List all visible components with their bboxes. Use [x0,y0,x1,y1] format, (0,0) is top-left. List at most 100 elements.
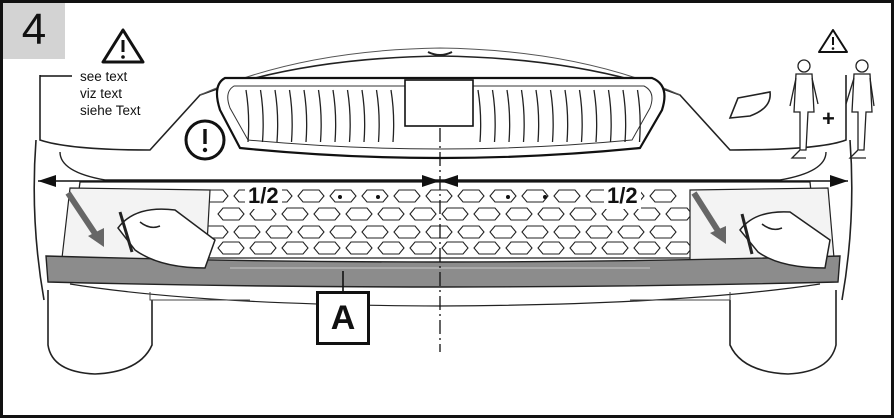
grille-bar [593,89,598,143]
grille-bar [259,89,264,143]
grille-bar [332,89,337,143]
honeycomb-cell [345,241,373,255]
honeycomb-cell [649,189,677,203]
honeycomb-cell [393,189,421,203]
half-measure-right: 1/2 [604,183,641,209]
exclamation-circle-icon [184,119,226,161]
warning-note: see text viz text siehe Text [80,68,141,119]
honeycomb-cell [601,241,629,255]
honeycomb-cell [489,189,517,203]
honeycomb-cell [633,207,661,221]
step-number-box [3,3,65,59]
honeycomb-cell [233,225,261,239]
honeycomb-cell [569,207,597,221]
honeycomb-cell [601,207,629,221]
note-line: viz text [80,86,123,101]
warning-triangle-icon [101,28,145,64]
honeycomb-cell [665,207,693,221]
honeycomb-cell [265,225,293,239]
honeycomb-cell [313,207,341,221]
honeycomb-cell [505,207,533,221]
front-spoiler-part [45,255,841,288]
persons-plus-sign: + [822,106,835,131]
honeycomb-cell [521,189,549,203]
honeycomb-cell [537,207,565,221]
honeycomb-cell [345,207,373,221]
honeycomb-cell [473,207,501,221]
honeycomb-cell [393,225,421,239]
grille-bar [288,89,293,143]
honeycomb-cell [217,241,245,255]
grille-bar [346,89,351,143]
part-label: A [316,291,370,345]
honeycomb-cell [361,189,389,203]
hand-left [117,208,216,269]
honeycomb-cell [281,207,309,221]
honeycomb-cell [537,241,565,255]
wheel-right [729,290,837,375]
wheel-left [47,290,153,375]
grille-bar [390,89,395,143]
honeycomb-cells [201,189,693,255]
honeycomb-cell [553,189,581,203]
honeycomb-cell [505,241,533,255]
honeycomb-cell [217,207,245,221]
honeycomb-cell [441,241,469,255]
honeycomb-cell [665,241,693,255]
honeycomb-cell [281,241,309,255]
honeycomb-cell [473,241,501,255]
grille-bar [274,89,279,143]
honeycomb-cell [249,241,277,255]
honeycomb-cell [633,241,661,255]
grille-bar [317,89,322,143]
fog-light-right [728,91,771,119]
grille-bar [549,89,554,143]
grille-bar [506,89,511,143]
grille-bar [520,89,525,143]
grille-bar [361,89,366,143]
note-line: see text [80,69,128,84]
half-measure-left: 1/2 [245,183,282,209]
arrow-right [691,191,723,236]
note-line: siehe Text [80,103,141,118]
warning-triangle-icon [818,29,848,53]
honeycomb-cell [297,189,325,203]
grille-bar [578,89,583,143]
grille-bar [245,89,250,143]
honeycomb-cell [313,241,341,255]
grille-bar [303,89,308,143]
honeycomb-cell [585,225,613,239]
grille-bar [622,89,627,143]
grille-bar [564,89,569,143]
grille-bars [245,89,641,143]
honeycomb-cell [361,225,389,239]
arrow-left [65,191,101,240]
person-icon [845,59,875,159]
honeycomb-cell [409,207,437,221]
honeycomb-cell [617,225,645,239]
honeycomb-cell [553,225,581,239]
honeycomb-cell [521,225,549,239]
honeycomb-cell [489,225,517,239]
grille-center-plate [404,79,474,127]
honeycomb-cell [649,225,677,239]
honeycomb-cell [569,241,597,255]
honeycomb-cell [377,241,405,255]
grille-bar [477,89,482,143]
step-number: 4 [21,5,47,54]
honeycomb-cell [441,207,469,221]
marker-holes [338,195,547,199]
honeycomb-cell [329,225,357,239]
honeycomb-cell [409,241,437,255]
hand-right [739,211,831,269]
honeycomb-cell [425,189,453,203]
honeycomb-cell [377,207,405,221]
honeycomb-cell [297,225,325,239]
grille-bar [607,89,612,143]
grille-bar [636,89,641,143]
grille-bar [491,89,496,143]
honeycomb-cell [457,189,485,203]
grille-bar [535,89,540,143]
honeycomb-cell [457,225,485,239]
